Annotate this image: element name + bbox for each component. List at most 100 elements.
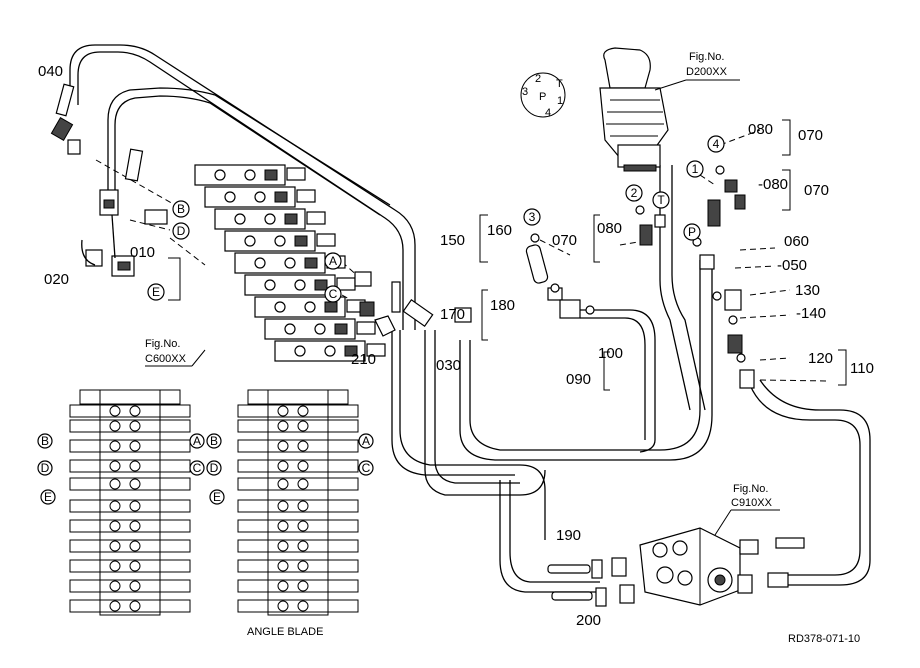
label-080-b: -080 bbox=[758, 176, 788, 193]
label-150: 150 bbox=[440, 232, 465, 249]
slice-port bbox=[297, 478, 309, 490]
port-a-marker: A bbox=[329, 254, 337, 268]
valve-port bbox=[254, 191, 266, 203]
valve-fitting bbox=[344, 345, 358, 357]
slice-port bbox=[277, 405, 289, 417]
valve-slice bbox=[69, 477, 191, 491]
slice-port bbox=[297, 405, 309, 417]
valve-port bbox=[324, 345, 336, 357]
schematic-right-port-e: E bbox=[209, 489, 225, 505]
slice-port bbox=[109, 460, 121, 472]
valve-slice bbox=[69, 519, 191, 533]
valve-slice bbox=[69, 499, 191, 513]
valve-slice bbox=[237, 539, 359, 553]
valve-slice bbox=[237, 419, 359, 433]
valve-spool-end bbox=[356, 321, 376, 335]
schematic-right-port-a: A bbox=[358, 433, 374, 449]
slice-port bbox=[277, 500, 289, 512]
port-marker-letter: B bbox=[41, 434, 49, 448]
slice-port bbox=[277, 460, 289, 472]
valve-fitting bbox=[264, 169, 278, 181]
fig-no-swivel: C910XX bbox=[731, 497, 773, 509]
valve-slice bbox=[237, 579, 359, 593]
slice-port bbox=[129, 580, 141, 592]
pattern-3: 3 bbox=[522, 86, 528, 98]
valve-spool-end bbox=[366, 343, 386, 357]
valve-schematic-angle-blade bbox=[237, 389, 359, 616]
slice-port bbox=[109, 420, 121, 432]
fig-label-swivel: Fig.No. bbox=[733, 483, 768, 495]
valve-port bbox=[244, 169, 256, 181]
schematic-left-port-e: E bbox=[40, 489, 56, 505]
label-190: 190 bbox=[556, 527, 581, 544]
label-010: 010 bbox=[130, 244, 155, 261]
valve-fitting bbox=[274, 191, 288, 203]
valve-spool-end bbox=[286, 167, 306, 181]
valve-slice bbox=[237, 477, 359, 491]
port-marker-circle bbox=[189, 460, 205, 476]
valve-fitting bbox=[304, 257, 318, 269]
port-markers: B D E A C 3 2 T P 1 4 3 2 T P 1 4 bbox=[147, 73, 725, 303]
part-labels: 040 010 020 210 030 150 160 170 180 070 … bbox=[38, 63, 874, 629]
fig-no-joystick: D200XX bbox=[686, 66, 728, 78]
valve-fitting bbox=[294, 235, 308, 247]
slice-port bbox=[129, 560, 141, 572]
slice-port bbox=[109, 540, 121, 552]
valve-port bbox=[264, 213, 276, 225]
label-070-b: 070 bbox=[804, 182, 829, 199]
pattern-1: 1 bbox=[557, 95, 563, 107]
label-070-c: 070 bbox=[798, 127, 823, 144]
label-030: 030 bbox=[436, 357, 461, 374]
slice-port bbox=[297, 580, 309, 592]
valve-port bbox=[304, 301, 316, 313]
slice-port bbox=[109, 440, 121, 452]
valve-fitting bbox=[314, 279, 328, 291]
valve-spool-end bbox=[336, 277, 356, 291]
valve-slice bbox=[237, 599, 359, 613]
slice-port bbox=[109, 405, 121, 417]
schematic-left-port-a: A bbox=[189, 433, 205, 449]
slice-port bbox=[129, 500, 141, 512]
valve-port bbox=[314, 323, 326, 335]
port-marker-letter: A bbox=[362, 434, 370, 448]
label-130: 130 bbox=[795, 282, 820, 299]
figure-references: Fig.No. D200XX Fig.No. C600XX Fig.No. C9… bbox=[145, 51, 860, 645]
label-160: 160 bbox=[487, 222, 512, 239]
slice-port bbox=[129, 420, 141, 432]
valve-slice bbox=[237, 459, 359, 473]
valve-fitting bbox=[284, 213, 298, 225]
valve-slice bbox=[69, 539, 191, 553]
port-e-marker: E bbox=[152, 285, 160, 299]
slice-port bbox=[129, 440, 141, 452]
port-marker-circle bbox=[358, 433, 374, 449]
valve-port bbox=[274, 301, 286, 313]
port-marker-letter: D bbox=[210, 461, 219, 475]
valve-slice bbox=[69, 559, 191, 573]
pilot-port-2: 2 bbox=[631, 186, 638, 200]
valve-port bbox=[264, 279, 276, 291]
slice-port bbox=[277, 520, 289, 532]
fig-label-valve: Fig.No. bbox=[145, 338, 180, 350]
label-080-c: 080 bbox=[748, 121, 773, 138]
pilot-port-t: T bbox=[657, 193, 665, 207]
valve-port bbox=[224, 191, 236, 203]
valve-slice bbox=[237, 499, 359, 513]
slice-port bbox=[277, 560, 289, 572]
label-200: 200 bbox=[576, 612, 601, 629]
slice-port bbox=[109, 478, 121, 490]
left-fittings bbox=[50, 83, 168, 277]
port-marker-circle bbox=[37, 460, 53, 476]
port-c-marker: C bbox=[329, 287, 338, 301]
control-valve-c600xx bbox=[194, 164, 386, 362]
schematic-left-port-b: B bbox=[37, 433, 53, 449]
port-marker-letter: C bbox=[193, 461, 202, 475]
slice-port bbox=[109, 600, 121, 612]
schematic-right-port-b: B bbox=[206, 433, 222, 449]
valve-slice bbox=[69, 599, 191, 613]
slice-port bbox=[129, 600, 141, 612]
port-marker-circle bbox=[40, 489, 56, 505]
valve-slice bbox=[69, 404, 191, 418]
port-marker-letter: A bbox=[193, 434, 201, 448]
label-110: 110 bbox=[850, 360, 874, 377]
port-d-marker: D bbox=[177, 224, 186, 238]
